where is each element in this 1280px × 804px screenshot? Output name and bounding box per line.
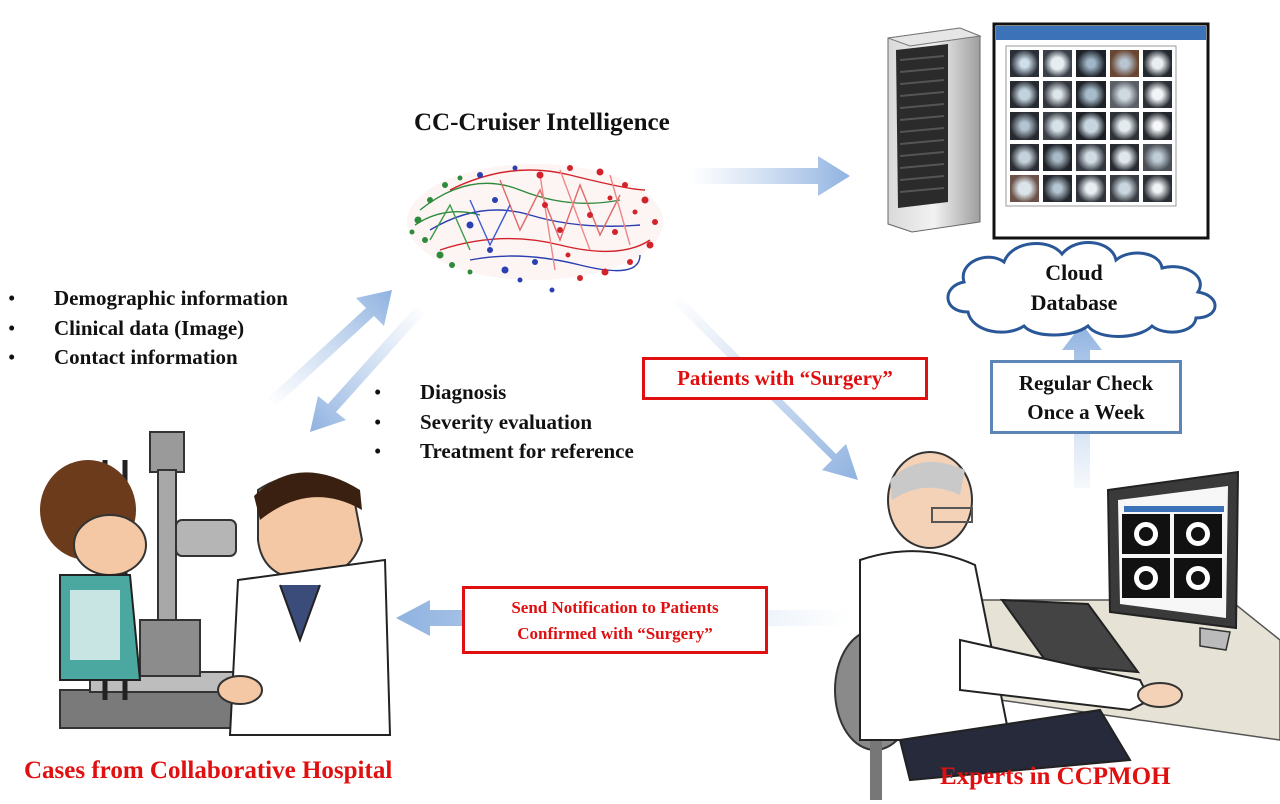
eye-thumbnail xyxy=(1109,143,1139,171)
eye-thumbnail xyxy=(1010,112,1040,140)
input-item: Contact information xyxy=(8,343,288,373)
input-info-list: Demographic information Clinical data (I… xyxy=(8,284,288,373)
input-item: Demographic information xyxy=(8,284,288,314)
cloud-database-icon xyxy=(946,241,1217,338)
notification-label: Send Notification to Patients Confirmed … xyxy=(462,586,768,654)
eye-thumbnail xyxy=(1010,50,1040,78)
arrow-hospital-to-ai xyxy=(268,290,392,406)
eye-thumbnail xyxy=(1043,81,1073,109)
eye-thumbnail xyxy=(1043,174,1073,202)
eye-thumbnail xyxy=(1010,143,1040,171)
eye-thumbnail xyxy=(1142,112,1172,140)
eye-thumbnail xyxy=(1076,112,1106,140)
eye-thumbnail xyxy=(1142,143,1172,171)
experts-caption: Experts in CCPMOH xyxy=(940,763,1171,790)
eye-thumbnail xyxy=(1076,50,1106,78)
cloud-database-label: Cloud Database xyxy=(1004,258,1144,318)
cloud-label-line: Cloud xyxy=(1045,260,1103,285)
eye-thumbnail xyxy=(1109,174,1139,202)
hospital-caption: Cases from Collaborative Hospital xyxy=(24,757,393,784)
eye-thumbnail xyxy=(1076,174,1106,202)
eye-thumbnail xyxy=(1076,81,1106,109)
eye-thumbnail xyxy=(1076,143,1106,171)
eye-thumbnail xyxy=(1043,112,1073,140)
output-item: Treatment for reference xyxy=(374,437,634,467)
input-item: Clinical data (Image) xyxy=(8,314,288,344)
eye-thumbnail xyxy=(1109,50,1139,78)
eye-thumbnail xyxy=(1043,143,1073,171)
eye-thumbnail xyxy=(1142,50,1172,78)
output-info-list: Diagnosis Severity evaluation Treatment … xyxy=(374,378,634,467)
eye-thumbnail xyxy=(1142,174,1172,202)
check-label-line: Regular Check xyxy=(1018,371,1154,395)
output-item: Severity evaluation xyxy=(374,408,634,438)
eye-thumbnail xyxy=(1109,81,1139,109)
eye-thumbnail xyxy=(1010,81,1040,109)
ai-brain-graphic xyxy=(407,164,663,293)
arrow-to-server xyxy=(690,156,850,196)
eye-thumbnail xyxy=(1043,50,1073,78)
eye-thumbnail xyxy=(1010,174,1040,202)
expert-workstation-illustration xyxy=(834,451,1280,800)
output-item: Diagnosis xyxy=(374,378,634,408)
surgery-patients-label: Patients with “Surgery” xyxy=(642,357,928,400)
eye-thumbnail xyxy=(1142,81,1172,109)
check-label-line: Once a Week xyxy=(1027,400,1145,424)
notification-label-line: Send Notification to Patients xyxy=(511,598,719,617)
diagram-title: CC-Cruiser Intelligence xyxy=(414,109,670,136)
server-icon xyxy=(887,27,982,233)
cloud-label-line: Database xyxy=(1030,290,1118,315)
surgery-label-text: Patients with “Surgery” xyxy=(677,366,893,390)
arrow-ai-to-hospital xyxy=(310,306,424,432)
hospital-exam-illustration xyxy=(40,431,392,736)
notification-label-line: Confirmed with “Surgery” xyxy=(517,624,713,643)
eye-image-grid xyxy=(1010,50,1172,202)
regular-check-label: Regular Check Once a Week xyxy=(990,360,1182,434)
eye-thumbnail xyxy=(1109,112,1139,140)
